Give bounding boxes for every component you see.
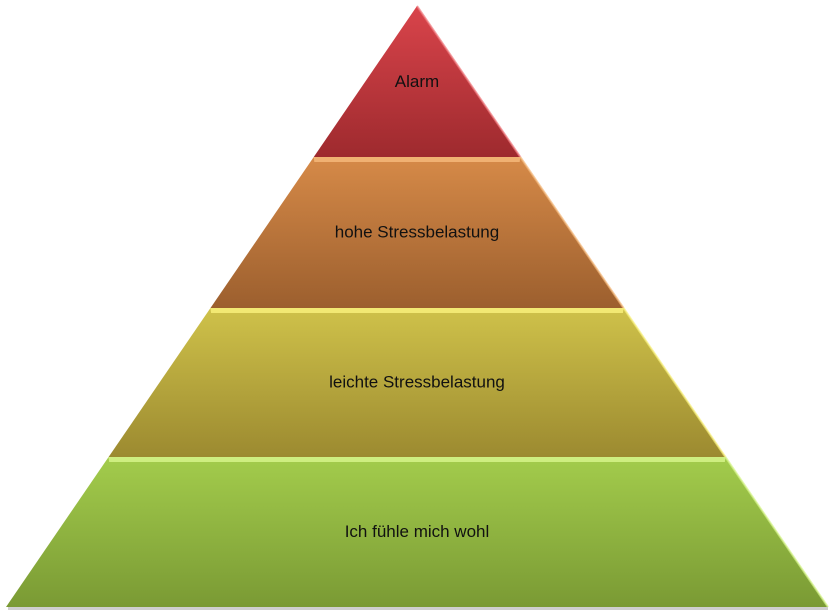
edge-highlight bbox=[519, 156, 625, 309]
edge-highlight bbox=[622, 307, 727, 458]
level-light-stress: leichte Stressbelastung bbox=[108, 307, 727, 458]
level-high-stress: hohe Stressbelastung bbox=[210, 156, 625, 309]
bevel-highlight bbox=[313, 157, 521, 162]
edge-highlight bbox=[724, 456, 829, 608]
level-label: Ich fühle mich wohl bbox=[345, 522, 490, 541]
pyramid-segment bbox=[313, 6, 521, 157]
edge-highlight bbox=[416, 5, 522, 158]
pyramid-segment bbox=[108, 308, 726, 457]
bevel-highlight bbox=[108, 457, 726, 462]
pyramid-segment bbox=[210, 157, 624, 308]
bevel-highlight bbox=[210, 308, 624, 313]
pyramid-segment bbox=[6, 457, 828, 607]
level-label: leichte Stressbelastung bbox=[329, 373, 505, 392]
level-alarm: Alarm bbox=[313, 5, 522, 158]
level-label: Alarm bbox=[395, 72, 439, 91]
level-label: hohe Stressbelastung bbox=[335, 223, 499, 242]
level-well-being: Ich fühle mich wohl bbox=[6, 456, 829, 608]
base-shadow bbox=[8, 607, 828, 610]
